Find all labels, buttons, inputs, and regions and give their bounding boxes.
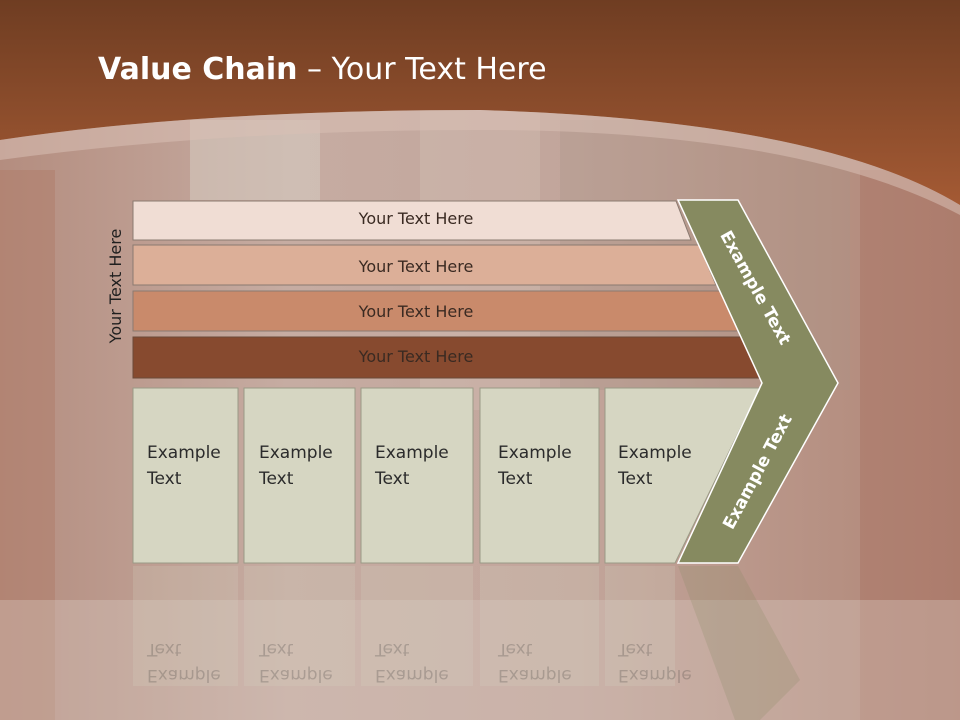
box-2 [243,387,356,564]
bar-3-label: Your Text Here [358,302,474,321]
chevron-reflection [678,566,800,720]
bar-2 [132,244,717,286]
bar-1-label: Your Text Here [358,209,474,228]
bar-2-label: Your Text Here [358,257,474,276]
box-5 [604,387,761,564]
box-1 [132,387,239,564]
bar-4-label: Your Text Here [358,347,474,366]
header-band [0,0,960,205]
chevron-arrow [676,199,839,564]
title-rest: – Your Text Here [297,52,547,87]
bar-1 [132,200,692,241]
side-label: Your Text Here [106,228,125,344]
slide-title: Value Chain – Your Text Here [98,52,547,87]
box-4 [479,387,600,564]
box-3 [360,387,474,564]
title-bold: Value Chain [98,52,298,87]
